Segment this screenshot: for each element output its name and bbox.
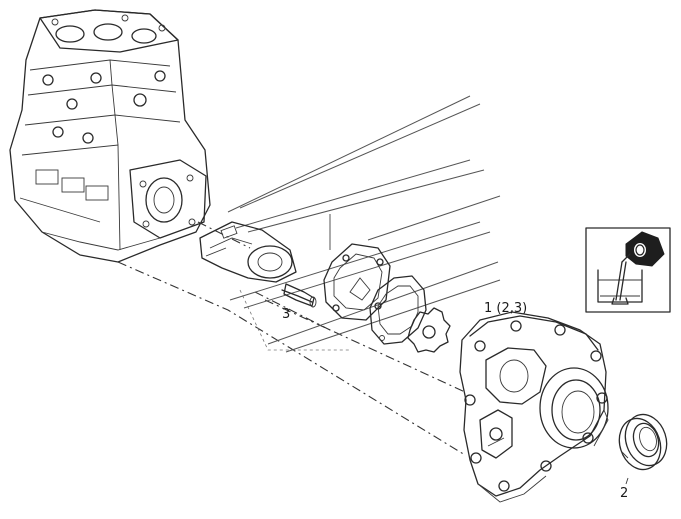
seal-leader-line: [625, 477, 629, 485]
assembly-guide-lines: [117, 221, 466, 456]
perspective-fan-lines: [227, 95, 501, 353]
rotor-icon: [369, 275, 451, 353]
callout-dowel: 3: [282, 307, 290, 322]
callout-seal: 2: [620, 486, 628, 501]
sealant-application-icon: [585, 227, 671, 313]
pin-icon: [281, 283, 317, 308]
gear-hub-icon: [199, 221, 297, 283]
callout-main-part: 1 (2,3): [484, 301, 527, 316]
gasket-icon: [323, 243, 391, 321]
seal-ring-icon: [618, 413, 668, 471]
front-cover-icon: [459, 311, 609, 503]
engine-block-icon: [9, 9, 211, 263]
